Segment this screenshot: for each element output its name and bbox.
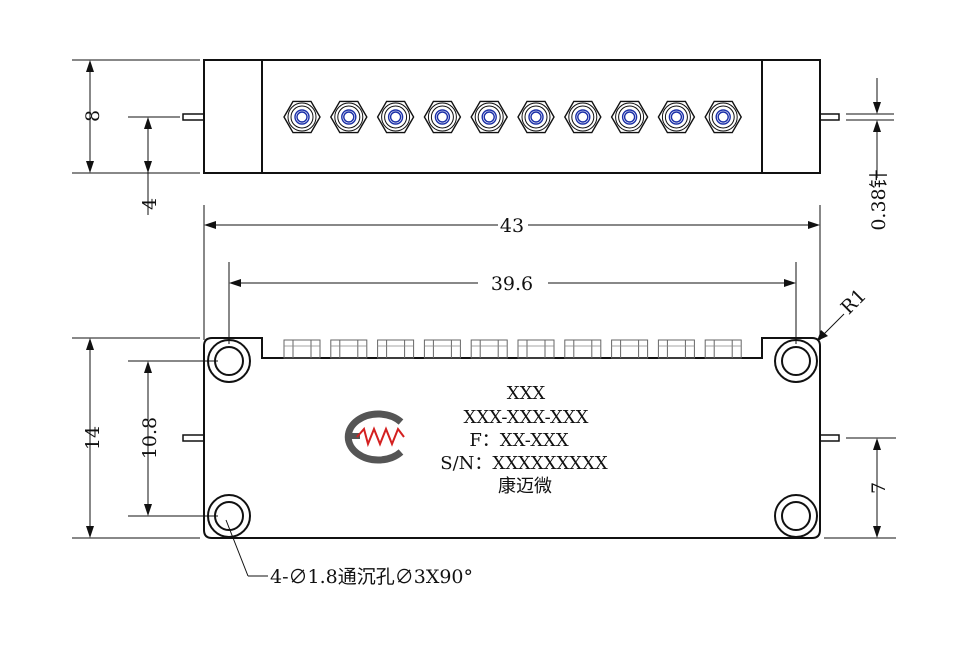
dim-pin-diameter-text: 0.38针 xyxy=(868,169,890,230)
sma-connector-front xyxy=(330,339,368,359)
label-line-4: S/N：XXXXXXXXX xyxy=(440,453,608,474)
dim-hole-vertical-text: 10.8 xyxy=(139,417,161,459)
dim-top-pin: 4 xyxy=(128,116,180,215)
front-view: XXX XXX-XXX-XXX F：XX-XXX S/N：XXXXXXXXX 康… xyxy=(182,337,840,539)
label-line-3: F：XX-XXX xyxy=(469,430,569,451)
sma-connector-front xyxy=(564,339,602,359)
sma-connector-front xyxy=(611,339,649,359)
dim-overall-width: 43 xyxy=(203,205,821,340)
sma-connector-top xyxy=(423,100,462,134)
front-right-pin xyxy=(819,434,840,442)
sma-connector-top xyxy=(517,100,555,134)
front-left-pin xyxy=(182,434,205,442)
sma-connector-front xyxy=(517,339,555,359)
label-line-1: XXX xyxy=(507,383,546,404)
sma-connector-front xyxy=(704,339,742,359)
dim-corner-radius: R1 xyxy=(817,285,871,341)
hole-note-text: 4-∅1.8通沉孔∅3X90° xyxy=(270,566,473,588)
sma-connector-front xyxy=(377,339,415,359)
dim-pin-height-right-text: 7 xyxy=(868,482,890,494)
dim-top-height-text: 8 xyxy=(82,110,104,122)
dim-top-height: 8 xyxy=(72,59,200,174)
top-right-pin xyxy=(819,113,840,121)
dim-hole-spacing-text: 39.6 xyxy=(491,273,533,295)
sma-connector-top xyxy=(329,100,368,134)
dim-front-height-text: 14 xyxy=(82,426,104,450)
mounting-hole-bottom-right xyxy=(774,494,818,538)
sma-connector-top xyxy=(470,100,509,134)
dim-top-pin-text: 4 xyxy=(139,198,161,210)
sma-connector-top xyxy=(283,100,321,134)
sma-connector-front xyxy=(470,339,508,359)
hole-note: 4-∅1.8通沉孔∅3X90° xyxy=(225,519,473,588)
dim-front-height: 14 xyxy=(72,337,200,539)
sma-connector-top xyxy=(610,100,649,134)
sma-connector-front xyxy=(423,339,461,359)
dim-corner-radius-text: R1 xyxy=(837,285,871,319)
dim-hole-spacing: 39.6 xyxy=(228,262,797,344)
sma-connector-top xyxy=(376,100,415,134)
label-line-5: 康迈微 xyxy=(498,476,552,497)
dim-pin-diameter: 0.38针 xyxy=(846,78,894,231)
sma-connector-top xyxy=(704,100,743,134)
company-logo xyxy=(344,410,405,464)
mounting-hole-top-right xyxy=(774,339,818,383)
dim-hole-vertical: 10.8 xyxy=(128,360,218,517)
dim-overall-width-text: 43 xyxy=(500,215,524,237)
label-line-2: XXX-XXX-XXX xyxy=(464,407,589,428)
sma-connector-front xyxy=(283,339,321,359)
logo-zigzag xyxy=(356,426,405,448)
top-view xyxy=(182,59,840,174)
front-body xyxy=(203,337,821,539)
top-left-pin xyxy=(182,113,205,121)
front-connector-row xyxy=(283,339,742,359)
dim-pin-height-right: 7 xyxy=(824,437,896,539)
sma-connector-top xyxy=(563,100,602,134)
top-connector-row xyxy=(283,100,743,134)
sma-connector-front xyxy=(657,339,695,359)
sma-connector-top xyxy=(657,100,696,134)
